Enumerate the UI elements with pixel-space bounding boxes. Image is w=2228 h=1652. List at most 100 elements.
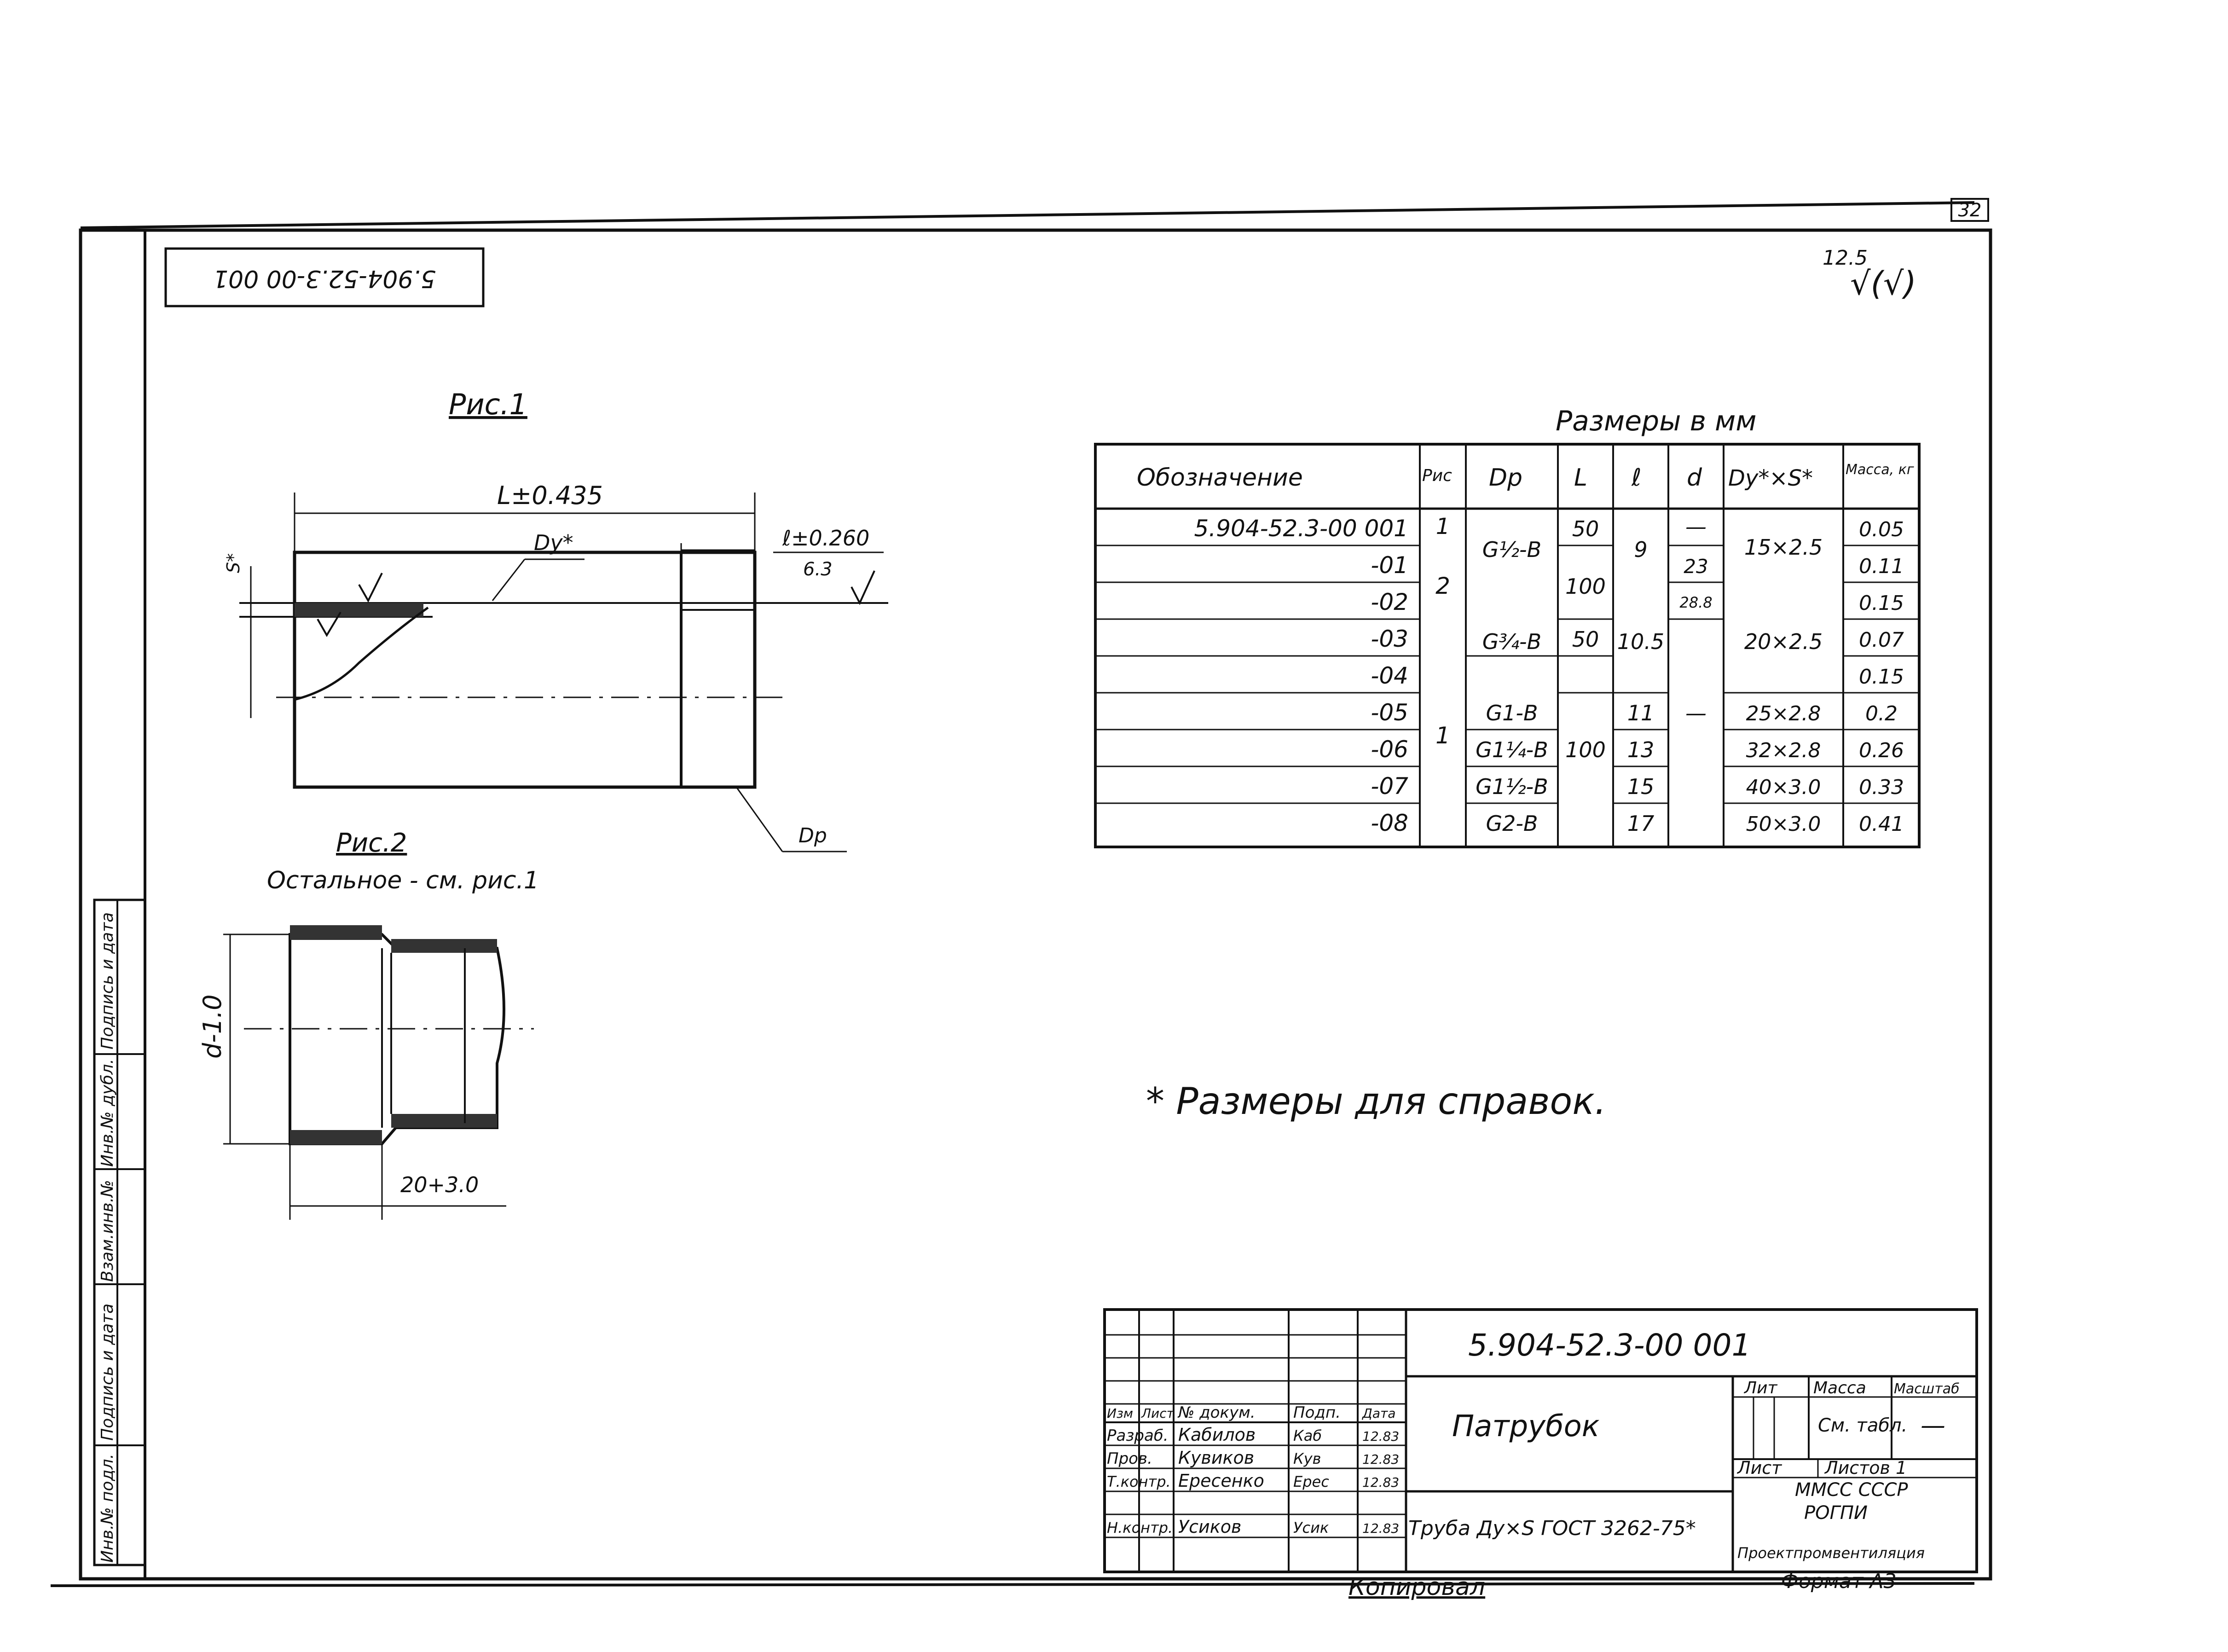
table-cell-dys: 40×3.0: [1746, 776, 1821, 799]
tb-col-header: № докум.: [1177, 1403, 1256, 1422]
dimensions-table: Размеры в мм: [1094, 405, 1921, 848]
table-cell-dp: G½-B: [1482, 537, 1541, 562]
roughness-value: 12.5: [1823, 246, 1868, 270]
table-cell-code: 5.904-52.3-00 001: [1194, 515, 1408, 542]
tb-col-header: Изм: [1107, 1406, 1133, 1421]
side-strip-label: Взам.инв.№: [98, 1180, 117, 1282]
tb-sheets-label: Листов 1: [1824, 1458, 1907, 1478]
tb-mass-value: См. табл.: [1818, 1415, 1907, 1436]
page-number: 32: [1958, 200, 1982, 221]
table-cell-mass: 0.07: [1859, 628, 1904, 652]
table-cell-mass: 0.15: [1859, 665, 1904, 689]
table-cell-code: -04: [1371, 662, 1408, 689]
table-cell-d: —: [1685, 701, 1707, 725]
table-cell-L: 50: [1572, 516, 1599, 541]
table-cell-mass: 0.26: [1859, 739, 1904, 762]
tb-person: Ересенко: [1178, 1471, 1264, 1491]
fig2-hatch-bottom: [290, 1130, 382, 1145]
table-cell-code: -01: [1371, 552, 1408, 579]
tb-sign: Кув: [1293, 1450, 1321, 1467]
table-cell-mass: 0.41: [1859, 812, 1904, 836]
tb-org2: РОГПИ: [1804, 1502, 1868, 1524]
tb-scale-value: —: [1921, 1411, 1945, 1440]
table-caption: Размеры в мм: [1556, 405, 1757, 437]
table-cell-dp: G2-B: [1486, 811, 1538, 836]
page-number-box: [1950, 198, 1989, 222]
table-row-lines: [1095, 545, 1919, 804]
fig2-hatch-top-2: [391, 939, 497, 953]
tb-date: 12.83: [1362, 1429, 1399, 1444]
tb-date: 12.83: [1362, 1521, 1399, 1536]
tb-person: Кувиков: [1178, 1448, 1254, 1468]
table-cell-l: 17: [1627, 811, 1655, 836]
fig2-dim-len: 20+3.0: [400, 1172, 479, 1197]
tb-lit-header: Лит: [1743, 1379, 1777, 1397]
table-cell-dp: G1-B: [1486, 701, 1538, 725]
table-header-mass: Масса, кг: [1846, 462, 1914, 478]
rotated-stamp: 5.904-52.3-00 001: [164, 247, 485, 307]
table-cell-l: 13: [1627, 737, 1655, 762]
tb-col-header: Подп.: [1293, 1403, 1341, 1422]
table-cell-L: 100: [1565, 737, 1606, 762]
tb-sheet-label: Лист: [1736, 1458, 1782, 1478]
reference-note: * Размеры для справок.: [1146, 1080, 1606, 1123]
fig1-dim-Dp: Dр: [799, 824, 827, 847]
fig1-dim-l: ℓ±0.260: [782, 526, 869, 551]
tb-sign: Усик: [1293, 1519, 1329, 1536]
fig1-dim-Dy: Dу*: [534, 530, 573, 555]
tb-mass-header: Масса: [1813, 1379, 1866, 1397]
figure-2: Рис.2 Остальное - см. рис.1 d-1.0 20+3.0: [198, 828, 539, 1220]
side-strip-label: Подпись и дата: [98, 912, 117, 1049]
fig2-dim-d: d-1.0: [198, 994, 227, 1059]
fig1-dim-S: S*: [223, 553, 243, 573]
table-cell-code: -06: [1371, 736, 1408, 763]
tb-role: Т.контр.: [1107, 1473, 1171, 1490]
table-header-d: d: [1687, 464, 1702, 492]
table-cell-mass: 0.15: [1859, 591, 1904, 615]
side-strip-label: Инв.№ дубл.: [98, 1059, 117, 1167]
table-cell-mass: 0.2: [1865, 702, 1898, 725]
table-header-dp: Dр: [1489, 464, 1522, 492]
table-cell-code: -08: [1371, 810, 1408, 836]
tb-org1: ММСС СССР: [1795, 1479, 1908, 1501]
tb-org3: Проектпромвентиляция: [1737, 1544, 1925, 1562]
table-cell-fig: 1: [1435, 722, 1450, 749]
table-cell-dp: G1¼-B: [1476, 737, 1548, 762]
format-label: Формат А3: [1781, 1570, 1897, 1593]
tb-material: Труба Ду×S ГОСТ 3262-75*: [1408, 1517, 1696, 1540]
tb-col-header: Лист: [1141, 1406, 1175, 1421]
fig1-rough-value: 6.3: [803, 559, 833, 580]
table-cell-dys: 25×2.8: [1746, 702, 1821, 725]
fig1-title: Рис.1: [449, 388, 527, 421]
table-cell-dys: 15×2.5: [1744, 535, 1823, 560]
tb-col-header: Дата: [1361, 1406, 1396, 1421]
table-cell-code: -07: [1371, 773, 1408, 800]
tb-scale-header: Масштаб: [1894, 1381, 1960, 1397]
table-cell-L: 50: [1572, 627, 1599, 652]
tb-role: Н.контр.: [1107, 1519, 1173, 1536]
tb-sign: Каб: [1293, 1427, 1322, 1444]
table-cell-l: 15: [1627, 774, 1655, 799]
figure-1: Рис.1 L±0.435 ℓ±0.260 6.3 Dу* S*: [223, 388, 888, 852]
table-cell-d: 28.8: [1679, 594, 1712, 611]
tb-person: Кабилов: [1178, 1425, 1256, 1445]
tb-part-name: Патрубок: [1452, 1409, 1600, 1443]
table-header-fig: Рис: [1422, 466, 1452, 485]
side-strip-label: Подпись и дата: [98, 1304, 117, 1441]
table-header-L: L: [1574, 464, 1587, 492]
table-cell-mass: 0.05: [1859, 518, 1904, 541]
table-cell-dys: 50×3.0: [1746, 812, 1821, 836]
fig2-hatch-bottom-2: [391, 1114, 497, 1128]
side-strip-label: Инв.№ подл.: [98, 1454, 117, 1563]
table-cell-d: 23: [1684, 555, 1708, 578]
table-cell-d: —: [1685, 514, 1707, 539]
outer-frame: [79, 228, 1992, 1581]
table-cell-code: -03: [1371, 626, 1408, 652]
tb-date: 12.83: [1362, 1452, 1399, 1467]
side-strip: Подпись и дата Инв.№ дубл. Взам.инв.№ По…: [93, 898, 146, 1566]
table-cell-l: 9: [1634, 537, 1647, 562]
fig2-title: Рис.2: [336, 828, 407, 858]
table-cell-fig: 1: [1436, 514, 1450, 539]
table-header-code: Обозначение: [1137, 464, 1303, 492]
